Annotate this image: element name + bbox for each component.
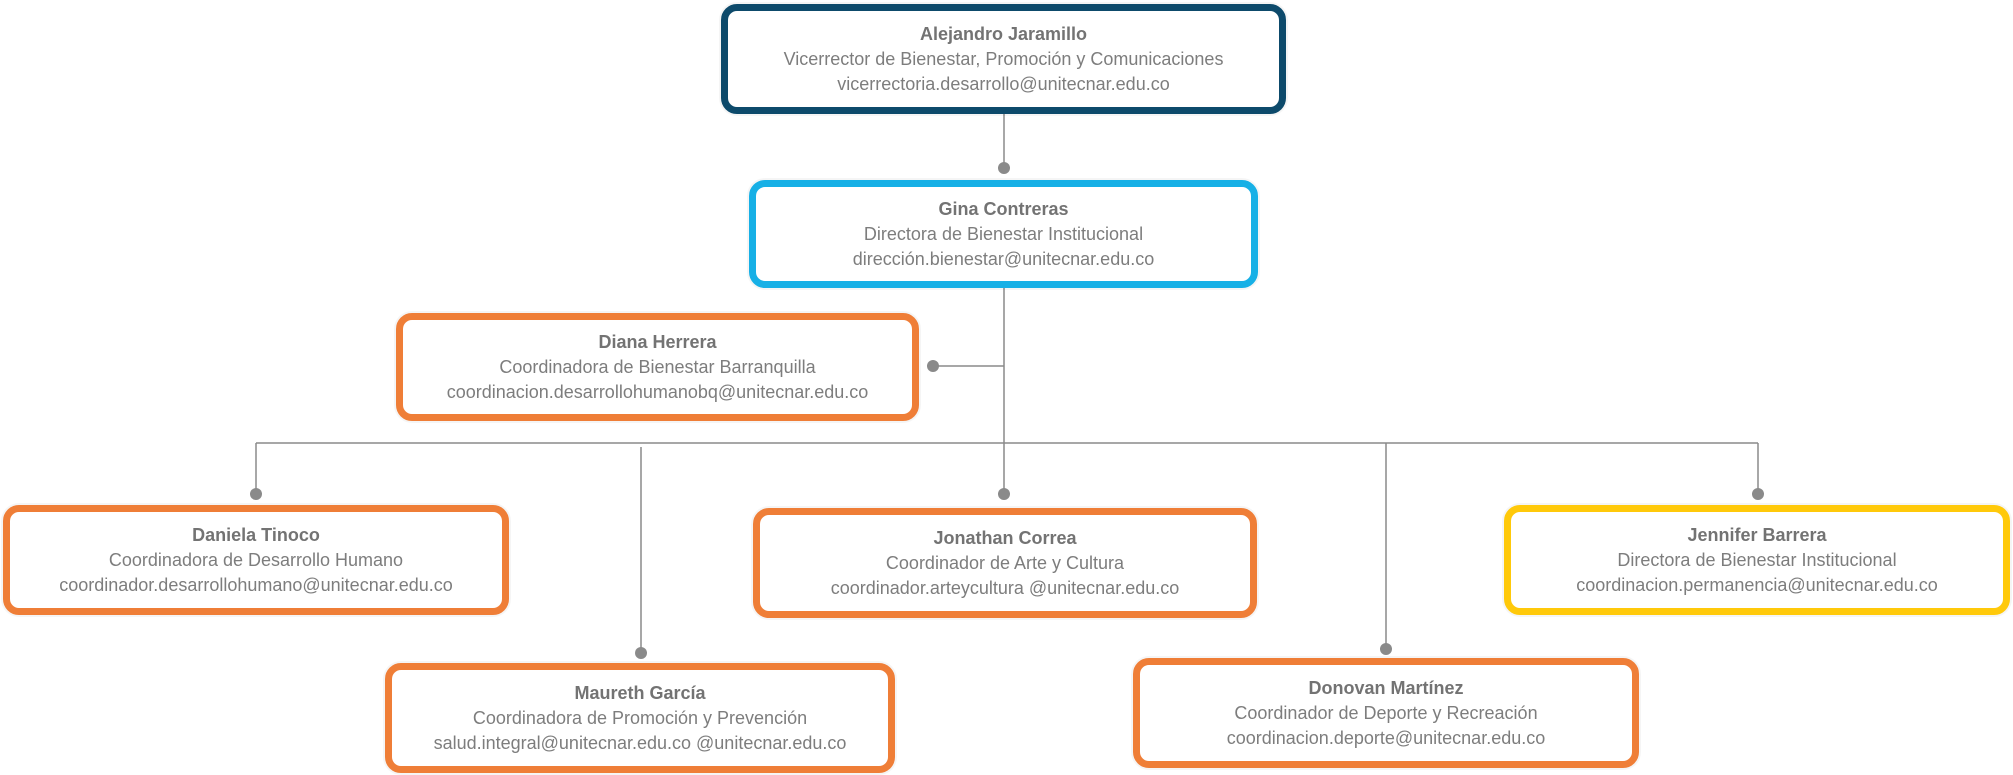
- node-desarrollo-humano: Daniela Tinoco Coordinadora de Desarroll…: [3, 505, 509, 615]
- connector-dot: [250, 488, 262, 500]
- node-role: Vicerrector de Bienestar, Promoción y Co…: [783, 48, 1224, 69]
- connector-dot: [635, 647, 647, 659]
- node-name: Daniela Tinoco: [192, 524, 320, 545]
- node-email: salud.integral@unitecnar.edu.co @unitecn…: [433, 732, 847, 753]
- node-name: Diana Herrera: [598, 331, 717, 352]
- node-name: Alejandro Jaramillo: [919, 23, 1088, 44]
- node-email: coordinacion.deporte@unitecnar.edu.co: [1226, 727, 1546, 748]
- node-role: Coordinadora de Desarrollo Humano: [108, 549, 404, 570]
- node-deporte: Donovan Martínez Coordinador de Deporte …: [1133, 658, 1639, 768]
- node-name: Jennifer Barrera: [1687, 524, 1827, 545]
- connector-dot: [998, 488, 1010, 500]
- node-name: Maureth García: [574, 682, 706, 703]
- node-role: Coordinadora de Bienestar Barranquilla: [499, 356, 816, 377]
- node-directora: Gina Contreras Directora de Bienestar In…: [749, 180, 1258, 288]
- node-arte-cultura: Jonathan Correa Coordinador de Arte y Cu…: [753, 508, 1257, 618]
- connector-dot: [1380, 643, 1392, 655]
- node-name: Jonathan Correa: [933, 527, 1077, 548]
- node-role: Coordinador de Arte y Cultura: [885, 552, 1125, 573]
- node-permanencia: Jennifer Barrera Directora de Bienestar …: [1504, 505, 2010, 615]
- node-role: Coordinador de Deporte y Recreación: [1234, 702, 1538, 723]
- node-role: Directora de Bienestar Institucional: [1617, 549, 1897, 570]
- node-role: Directora de Bienestar Institucional: [863, 223, 1144, 244]
- connector-dot: [1752, 488, 1764, 500]
- node-role: Coordinadora de Promoción y Prevención: [472, 707, 808, 728]
- node-email: coordinador.desarrollohumano@unitecnar.e…: [59, 574, 453, 595]
- node-email: coordinacion.desarrollohumanobq@unitecna…: [446, 381, 869, 402]
- node-name: Gina Contreras: [938, 198, 1069, 219]
- node-email: coordinador.arteycultura @unitecnar.edu.…: [830, 577, 1180, 598]
- node-vicerrector: Alejandro Jaramillo Vicerrector de Biene…: [721, 4, 1286, 114]
- node-name: Donovan Martínez: [1308, 677, 1464, 698]
- node-email: dirección.bienestar@unitecnar.edu.co: [852, 248, 1155, 269]
- node-email: vicerrectoria.desarrollo@unitecnar.edu.c…: [837, 73, 1170, 94]
- node-email: coordinacion.permanencia@unitecnar.edu.c…: [1576, 574, 1938, 595]
- node-promocion: Maureth García Coordinadora de Promoción…: [385, 663, 895, 773]
- node-barranquilla: Diana Herrera Coordinadora de Bienestar …: [396, 313, 919, 421]
- connector-dot: [998, 162, 1010, 174]
- connector-dot: [927, 360, 939, 372]
